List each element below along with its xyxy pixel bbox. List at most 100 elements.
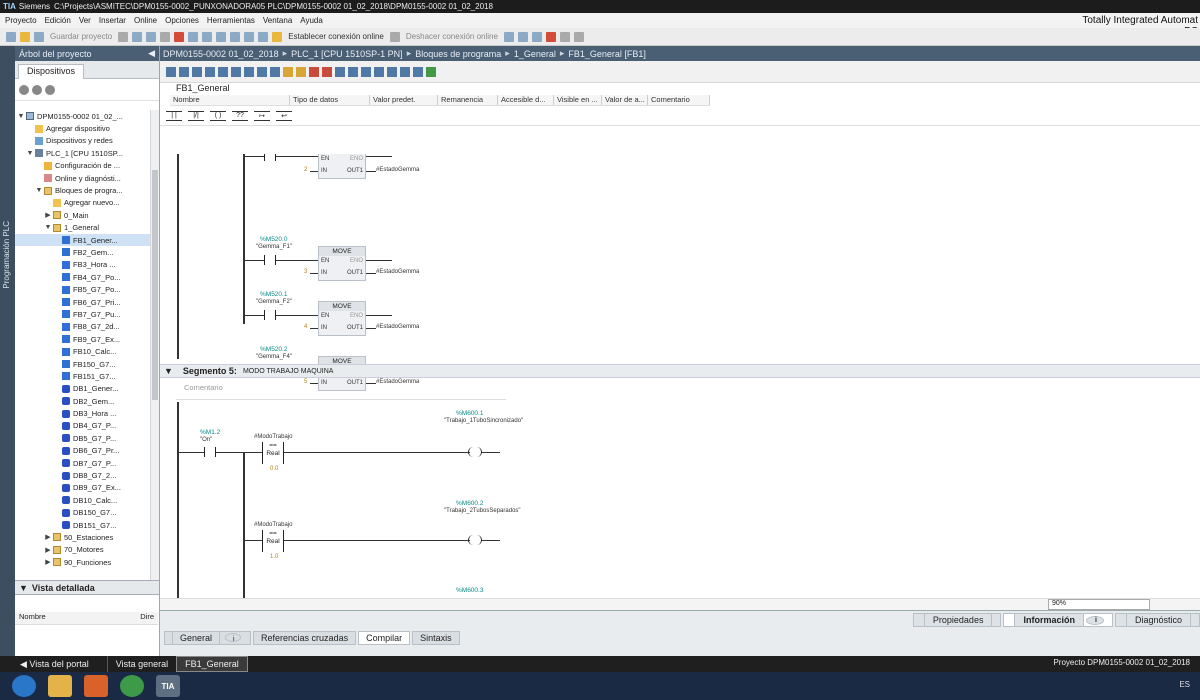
open-branch-icon[interactable]: ↦ (254, 110, 270, 121)
tree-item[interactable]: ▶50_Estaciones (15, 531, 158, 543)
expand-toggle-icon[interactable]: ▶ (45, 212, 51, 220)
expand-toggle-icon[interactable]: ▶ (45, 546, 51, 554)
menu-item-1[interactable]: Edición (44, 16, 71, 25)
rung-contact[interactable] (264, 154, 276, 161)
next-error-icon[interactable] (322, 66, 332, 77)
menu-item-7[interactable]: Ventana (262, 16, 293, 25)
next-bookmark-icon[interactable] (296, 66, 306, 77)
tree-item[interactable]: FB4_G7_Po... (15, 271, 158, 283)
tree-item[interactable]: FB8_G7_2d... (15, 321, 158, 333)
download-icon[interactable] (230, 31, 241, 42)
go-to-error-icon[interactable] (309, 66, 319, 77)
tree-item[interactable]: ▶90_Funciones (15, 556, 158, 568)
go-online-icon[interactable] (272, 31, 283, 42)
go-online-button[interactable]: Establecer conexión online (288, 32, 384, 41)
detail-view-header[interactable]: ▼ Vista detallada (15, 580, 159, 595)
watch-icon[interactable] (348, 66, 358, 77)
cut-icon[interactable] (132, 31, 143, 42)
tree-item[interactable]: FB1_Gener... (15, 233, 158, 247)
stop-cpu-icon[interactable] (545, 31, 556, 42)
zoom-select[interactable]: 90% (1048, 599, 1150, 610)
tree-item[interactable]: ▶70_Motores (15, 544, 158, 556)
empty-box-icon[interactable]: ?? (232, 110, 248, 121)
monitor-icon[interactable] (335, 66, 345, 77)
tree-item[interactable]: FB7_G7_Pu... (15, 308, 158, 320)
tree-item[interactable]: Configuración de ... (15, 160, 158, 172)
no-contact-icon[interactable]: | | (166, 110, 182, 121)
compare-icon[interactable] (413, 66, 423, 77)
collapse-panel-icon[interactable]: ◀ (148, 48, 155, 58)
expand-toggle-icon[interactable]: ▼ (17, 112, 25, 120)
back-icon[interactable] (32, 84, 42, 95)
tree-item[interactable]: DB9_G7_Ex... (15, 482, 158, 494)
save-icon[interactable] (34, 31, 44, 42)
tree-item[interactable]: ▼DPM0155-0002 01_02_... (15, 110, 158, 122)
tab-diagnostics[interactable]: Diagnóstico (1114, 613, 1200, 627)
insert-network-icon[interactable] (166, 66, 176, 77)
tab-devices[interactable]: Dispositivos (18, 64, 85, 79)
simulate-icon[interactable] (258, 31, 269, 42)
interface-col-5[interactable]: Visible en ... (554, 95, 602, 105)
delete-icon[interactable] (174, 31, 185, 42)
compile-icon[interactable] (216, 31, 227, 42)
add-line-icon[interactable] (257, 66, 267, 77)
tia-portal-icon[interactable]: TIA (156, 675, 180, 697)
tree-scrollbar[interactable] (150, 110, 159, 608)
split-editor-icon[interactable] (531, 31, 542, 42)
compare-box-1[interactable]: == Real (262, 442, 284, 464)
menu-item-8[interactable]: Ayuda (300, 16, 323, 25)
interface-col-7[interactable]: Comentario (648, 95, 710, 105)
plc-programming-vertical-tab[interactable]: Programación PLC (0, 46, 15, 656)
bookmark-icon[interactable] (283, 66, 293, 77)
close-branch-icon[interactable]: ↩ (276, 110, 292, 121)
nc-contact-icon[interactable]: |/| (188, 110, 204, 121)
language-indicator[interactable]: ES (1179, 680, 1190, 689)
menu-item-3[interactable]: Insertar (98, 16, 126, 25)
go-offline-icon[interactable] (389, 31, 400, 42)
tree-item[interactable]: FB3_Hora ... (15, 259, 158, 271)
favorites-icon[interactable] (231, 66, 241, 77)
breadcrumb-item-4[interactable]: FB1_General [FB1] (568, 48, 646, 59)
tree-item[interactable]: Agregar nuevo... (15, 197, 158, 209)
modify-icon[interactable] (361, 66, 371, 77)
fb1-editor-tab[interactable]: FB1_General (176, 656, 248, 672)
tree-item[interactable]: DB6_G7_Pr... (15, 445, 158, 457)
expand-toggle-icon[interactable]: ▶ (45, 559, 51, 567)
print-icon[interactable] (118, 31, 129, 42)
expand-toggle-icon[interactable]: ▼ (35, 187, 43, 195)
tab-cross-references[interactable]: Referencias cruzadas (253, 631, 357, 645)
breadcrumb-item-0[interactable]: DPM0155-0002 01_02_2018 (163, 48, 279, 59)
show-overview-icon[interactable] (19, 84, 29, 95)
tree-item[interactable]: DB151_G7... (15, 519, 158, 531)
tree-item[interactable]: ▶0_Main (15, 209, 158, 221)
monitoring-on-icon[interactable] (426, 66, 436, 77)
expand-toggle-icon[interactable]: ▶ (45, 534, 51, 542)
split-horizontal-icon[interactable] (559, 31, 570, 42)
start-icon[interactable] (12, 675, 36, 697)
tree-item[interactable]: DB150_G7... (15, 507, 158, 519)
collapse-all-icon[interactable] (205, 66, 215, 77)
tree-item[interactable]: DB1_Gener... (15, 383, 158, 395)
tree-item[interactable]: FB5_G7_Po... (15, 283, 158, 295)
interface-col-3[interactable]: Remanencia (438, 95, 498, 105)
paste-icon[interactable] (160, 31, 171, 42)
status-icon[interactable] (374, 66, 384, 77)
rung-contact[interactable] (264, 255, 276, 265)
menu-item-5[interactable]: Opciones (165, 16, 199, 25)
upload-icon[interactable] (244, 31, 255, 42)
tree-item[interactable]: FB150_G7... (15, 358, 158, 370)
tab-syntax[interactable]: Sintaxis (412, 631, 460, 645)
comment-icon[interactable] (270, 66, 280, 77)
split-vertical-icon[interactable] (573, 31, 584, 42)
tree-item[interactable]: FB10_Calc... (15, 345, 158, 357)
breakpoint-icon[interactable] (387, 66, 397, 77)
tree-item[interactable]: FB6_G7_Pri... (15, 296, 158, 308)
media-player-icon[interactable] (84, 675, 108, 697)
interface-col-1[interactable]: Tipo de datos (290, 95, 370, 105)
breadcrumb-item-1[interactable]: PLC_1 [CPU 1510SP-1 PN] (291, 48, 403, 59)
tree-item[interactable]: FB151_G7... (15, 370, 158, 382)
